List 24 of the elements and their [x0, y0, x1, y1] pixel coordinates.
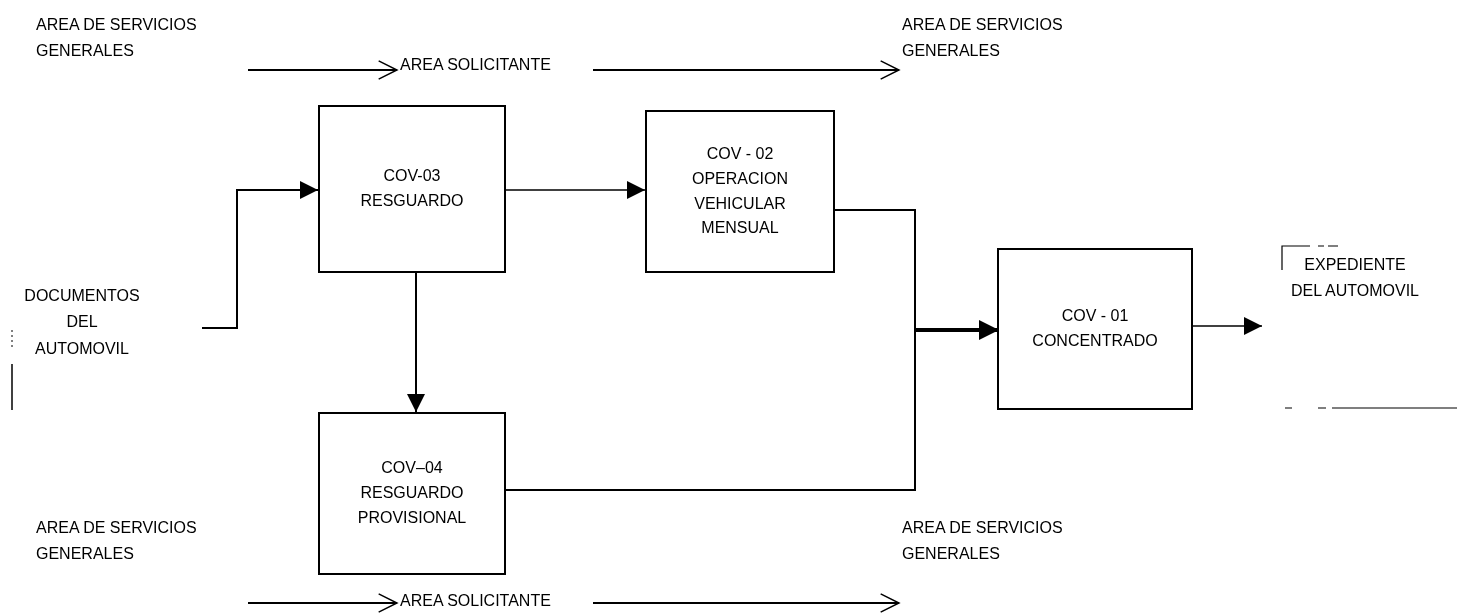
arrow — [407, 272, 425, 413]
box-label: COV–04 RESGUARDO PROVISIONAL — [356, 458, 468, 528]
flow-label: AREA DE SERVICIOS GENERALES — [902, 518, 1064, 565]
process-box — [318, 105, 506, 273]
flow-label: AREA DE SERVICIOS GENERALES — [902, 15, 1064, 62]
arrow — [1192, 317, 1263, 335]
arrow — [505, 181, 646, 199]
arrow — [592, 60, 900, 80]
process-box — [318, 412, 506, 575]
flow-label: AREA DE SERVICIOS GENERALES — [36, 15, 198, 62]
box-label: COV - 01 CONCENTRADO — [1031, 306, 1159, 351]
box-label: COV-03 RESGUARDO — [359, 166, 465, 211]
box-label: COV - 02 OPERACION VEHICULAR MENSUAL — [691, 143, 789, 239]
flow-label: EXPEDIENTE DEL AUTOMOVIL — [1290, 255, 1420, 302]
flow-label: AREA SOLICITANTE — [400, 591, 552, 611]
flow-label: DOCUMENTOS DEL AUTOMOVIL — [23, 286, 141, 359]
arrow — [201, 181, 319, 329]
arrow — [592, 593, 900, 613]
arrow — [247, 593, 398, 613]
flow-label: AREA SOLICITANTE — [400, 55, 552, 75]
arrow — [247, 60, 398, 80]
process-box — [645, 110, 835, 273]
process-box — [997, 248, 1193, 410]
flow-label: AREA DE SERVICIOS GENERALES — [36, 518, 198, 565]
